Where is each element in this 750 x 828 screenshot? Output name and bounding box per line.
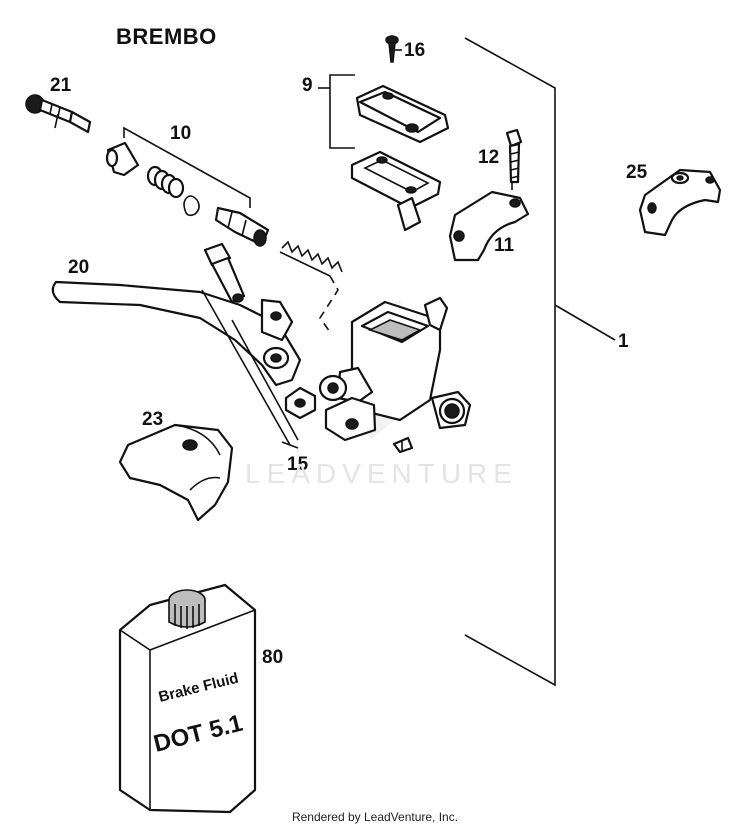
bracket-1	[464, 37, 616, 687]
piston-spring	[279, 240, 343, 277]
part-16-screw	[385, 35, 402, 63]
callout-20: 20	[68, 257, 90, 278]
part-9-reservoir-cover	[318, 74, 450, 232]
part-12-bolt	[505, 128, 523, 184]
callout-21: 21	[50, 75, 72, 96]
part-1-master-cylinder	[318, 296, 472, 454]
part-20-lever	[51, 280, 302, 387]
callout-11: 11	[494, 235, 515, 256]
callout-16: 16	[404, 40, 426, 61]
footer-credit: Rendered by LeadVenture, Inc.	[291, 810, 459, 824]
part-25-clamp	[638, 168, 722, 237]
callout-1: 1	[618, 331, 629, 352]
callout-25: 25	[626, 162, 648, 183]
part-10-piston-kit	[105, 126, 270, 247]
callout-80: 80	[262, 647, 284, 668]
callout-10: 10	[170, 123, 192, 144]
part-80-bottle: Brake Fluid DOT 5.1	[118, 583, 257, 814]
pivot-bolt	[203, 242, 246, 304]
callout-12: 12	[478, 147, 500, 168]
brand-title: BREMBO	[116, 24, 217, 49]
callout-15: 15	[287, 454, 309, 475]
assembly-line-a	[319, 275, 339, 333]
callout-9: 9	[302, 75, 313, 96]
part-21-adjuster	[25, 94, 92, 134]
part-23-clamp	[118, 423, 234, 522]
callout-23: 23	[142, 409, 164, 430]
watermark-text: LEADVENTURE	[245, 458, 518, 489]
part-11-clamp	[448, 190, 530, 262]
part-15-nut	[201, 289, 317, 449]
